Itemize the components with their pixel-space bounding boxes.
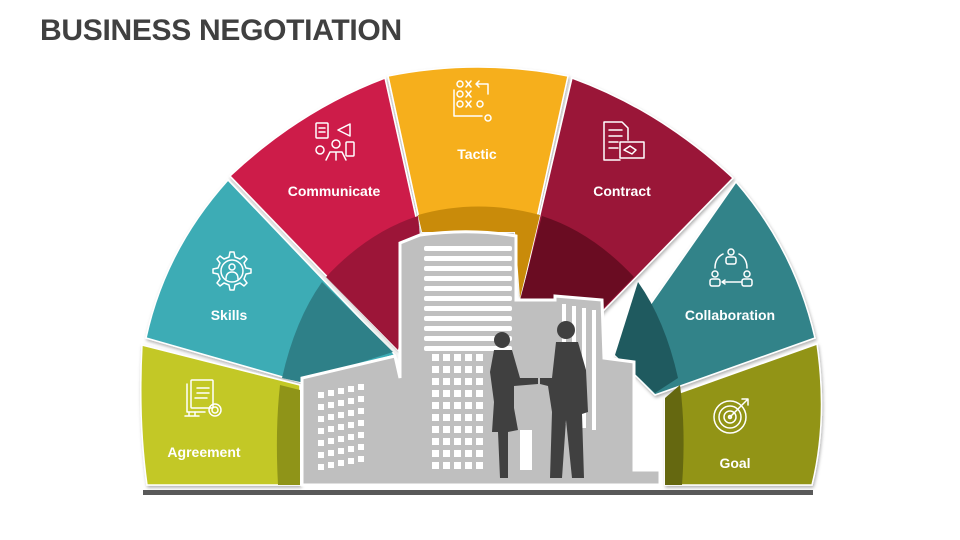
inner-ring-tactic [418,206,540,298]
inner-ring-communicate [326,216,420,350]
segment-label-collaboration: Collaboration [685,307,775,323]
contract-handshake-icon [603,121,645,161]
segment-label-tactic: Tactic [457,146,497,162]
segment-label-agreement: Agreement [167,444,240,460]
page-title: BUSINESS NEGOTIATION [40,14,402,47]
collaboration-cycle-icon [709,248,753,287]
certificate-stamp-icon [184,379,222,417]
segment-label-communicate: Communicate [288,183,381,199]
segment-label-skills: Skills [211,307,248,323]
segment-label-contract: Contract [593,183,651,199]
inner-ring-agreement [276,385,300,485]
handshake-silhouettes [490,321,588,478]
segment-goal[interactable] [664,342,823,486]
businessman-multitask-icon [315,122,355,161]
segment-label-goal: Goal [719,455,750,471]
tactic-xo-icon [453,80,492,122]
segment-agreement[interactable] [140,344,301,486]
inner-ring-skills [282,282,393,382]
gear-person-icon [212,251,252,291]
baseline-bar [143,490,813,495]
inner-ring-goal [665,385,684,485]
target-arrow-icon [713,398,749,434]
